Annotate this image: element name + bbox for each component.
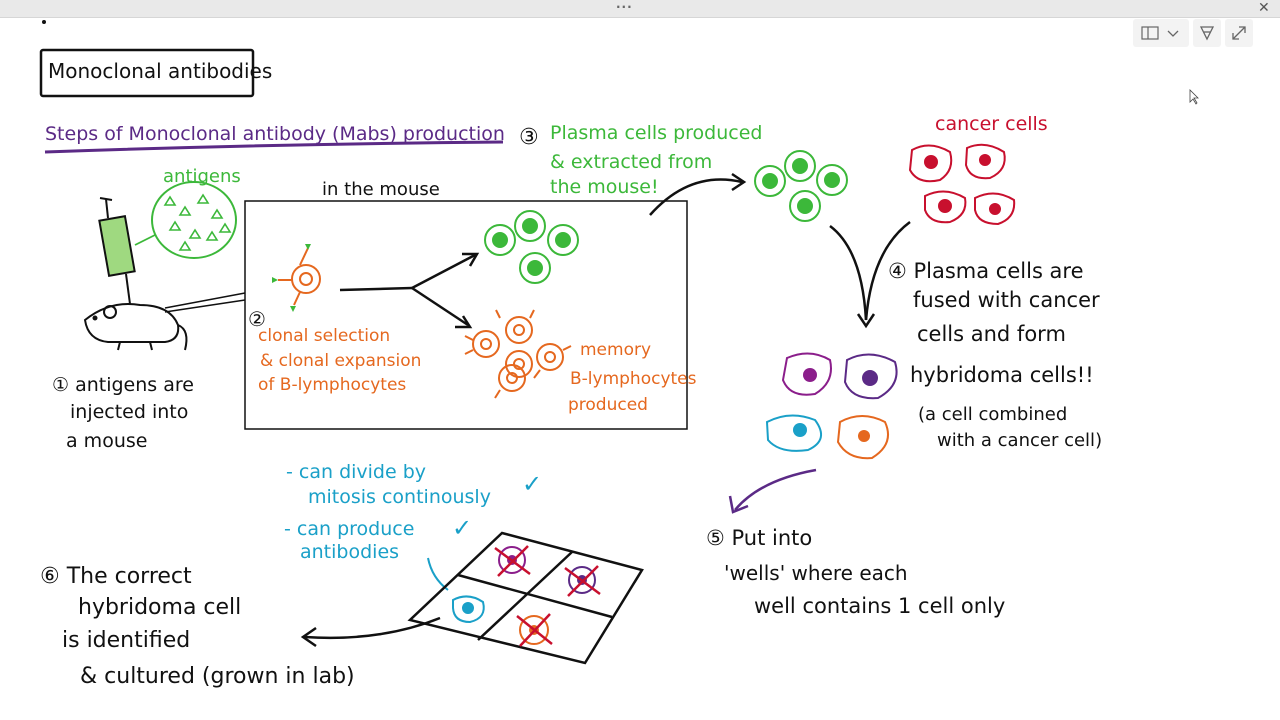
property-check2: ✓ bbox=[452, 514, 472, 542]
step4-line3: cells and form bbox=[917, 322, 1066, 346]
step4-line2: fused with cancer bbox=[913, 288, 1100, 312]
extract-arrow bbox=[649, 172, 747, 216]
chevron-down-icon bbox=[1167, 30, 1179, 37]
b-lymphocyte-cell bbox=[272, 244, 321, 312]
step3-line1: Plasma cells produced bbox=[550, 122, 762, 144]
pen-tool-icon bbox=[1199, 26, 1215, 41]
antigens-label: antigens bbox=[163, 166, 241, 187]
memory-line1: memory bbox=[580, 340, 651, 360]
page-title: Monoclonal antibodies bbox=[48, 59, 272, 83]
step3-number: ③ bbox=[519, 125, 539, 150]
step6-line1: ⑥ The correct bbox=[40, 564, 192, 589]
property-line1: - can divide by bbox=[286, 461, 426, 483]
cancer-cells bbox=[908, 143, 1016, 226]
step5-line2: 'wells' where each bbox=[724, 561, 908, 585]
extracted-plasma-cells bbox=[754, 150, 848, 222]
step4-line1: ④ Plasma cells are bbox=[888, 259, 1084, 283]
to-wells-arrow bbox=[728, 468, 817, 514]
property-check1: ✓ bbox=[522, 470, 542, 498]
step4-note-line2: with a cancer cell) bbox=[937, 430, 1102, 451]
property-line4: antibodies bbox=[300, 541, 399, 563]
step2-line2: & clonal expansion bbox=[260, 351, 421, 371]
close-button[interactable]: ✕ bbox=[1258, 0, 1270, 16]
mouse-cursor-icon bbox=[1189, 89, 1199, 105]
title-box bbox=[39, 48, 255, 98]
layout-toggle-button[interactable] bbox=[1133, 19, 1189, 47]
fusion-arrow bbox=[829, 220, 911, 329]
selected-hybridoma-cell bbox=[452, 595, 485, 624]
hybridoma-cells bbox=[765, 352, 898, 460]
expand-button[interactable] bbox=[1225, 19, 1253, 47]
mouse-icon bbox=[83, 303, 188, 351]
antigen-triangles bbox=[163, 193, 232, 251]
step6-line4: & cultured (grown in lab) bbox=[80, 664, 355, 689]
well-plate bbox=[407, 531, 644, 665]
step2-number: ② bbox=[248, 307, 266, 331]
rejected-cells bbox=[494, 545, 601, 647]
step6-line2: hybridoma cell bbox=[78, 595, 241, 620]
zoom-line-bottom bbox=[164, 299, 246, 313]
step1-line3: a mouse bbox=[66, 430, 147, 452]
step3-line3: the mouse! bbox=[550, 176, 659, 198]
memory-line2: B-lymphocytes bbox=[570, 369, 697, 389]
whiteboard-canvas[interactable]: Monoclonal antibodies Steps of Monoclona… bbox=[0, 18, 1280, 720]
step4-note-line1: (a cell combined bbox=[918, 404, 1067, 425]
property-line3: - can produce bbox=[284, 518, 414, 540]
panel-layout-icon bbox=[1141, 26, 1159, 40]
syringe-icon bbox=[98, 197, 136, 305]
step2-line1: clonal selection bbox=[258, 326, 390, 346]
plasma-cells-in-mouse bbox=[484, 210, 579, 284]
step3-line2: & extracted from bbox=[550, 151, 712, 173]
step1-line2: injected into bbox=[70, 401, 188, 423]
section-heading: Steps of Monoclonal antibody (Mabs) prod… bbox=[45, 123, 505, 145]
heading-underline bbox=[44, 140, 504, 154]
window-title-bar: ··· ✕ bbox=[0, 0, 1280, 18]
expand-icon bbox=[1232, 26, 1246, 40]
step5-line1: ⑤ Put into bbox=[706, 526, 812, 550]
in-mouse-box bbox=[244, 200, 688, 430]
memory-line3: produced bbox=[568, 395, 648, 415]
antigen-bubble bbox=[151, 181, 237, 259]
step1-line1: ① antigens are bbox=[52, 374, 194, 396]
memory-b-cells bbox=[464, 309, 572, 399]
ink-dot bbox=[42, 20, 46, 24]
step2-line3: of B-lymphocytes bbox=[258, 375, 406, 395]
step5-line3: well contains 1 cell only bbox=[754, 594, 1005, 618]
pen-tool-button[interactable] bbox=[1193, 19, 1221, 47]
step6-line3: is identified bbox=[62, 628, 190, 653]
zoom-line-top bbox=[164, 292, 246, 309]
property-line2: mitosis continously bbox=[308, 486, 491, 508]
in-the-mouse-label: in the mouse bbox=[322, 179, 440, 200]
branch-arrow bbox=[339, 252, 480, 329]
to-culture-arrow bbox=[300, 616, 441, 648]
step4-line4: hybridoma cells!! bbox=[910, 363, 1094, 387]
bubble-pointer bbox=[134, 234, 156, 246]
cancer-cells-label: cancer cells bbox=[935, 113, 1048, 135]
window-drag-handle[interactable]: ··· bbox=[616, 0, 633, 14]
